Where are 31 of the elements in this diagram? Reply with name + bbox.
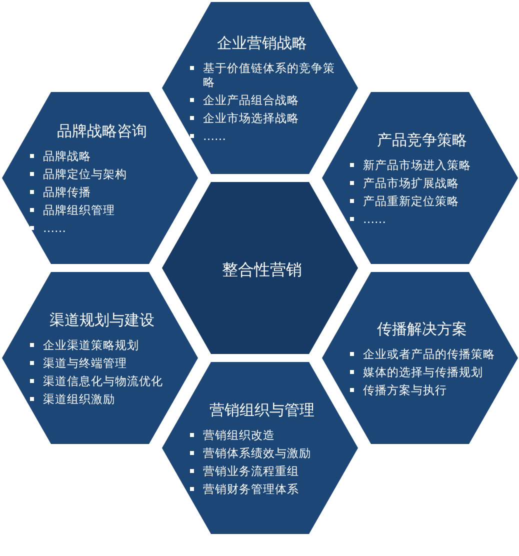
bullet-item: 渠道组织激励 <box>43 392 115 406</box>
bullet-item: 品牌战略 <box>43 148 91 162</box>
hexagon-title: 渠道规划与建设 <box>48 310 156 330</box>
bullet-item: 营销业务流程重组 <box>203 464 299 478</box>
bullet-item: 营销财务管理体系 <box>203 482 299 496</box>
hexagon-title: 整合性营销 <box>221 260 303 280</box>
bullet-item: 企业产品组合战略 <box>203 92 299 106</box>
bullet-item: 渠道信息化与物流优化 <box>43 374 163 388</box>
bullet-item: 产品重新定位策略 <box>363 194 459 208</box>
hexagon-title: 品牌战略咨询 <box>56 122 148 140</box>
hexagon-title: 产品竞争策略 <box>376 130 468 150</box>
bullet-item: 产品市场扩展战略 <box>363 176 459 190</box>
bullet-item: 企业或者产品的传播策略 <box>363 346 495 360</box>
bullet-item: …… <box>203 128 226 142</box>
hexagon-title: 传播解决方案 <box>376 320 468 338</box>
bullet-item: 渠道与终端管理 <box>43 356 127 370</box>
bullet-item: 品牌组织管理 <box>43 202 115 216</box>
hexagon-title: 营销组织与管理 <box>208 400 316 420</box>
bullet-item: 媒体的选择与传播规划 <box>363 364 483 378</box>
bullet-item: 品牌传播 <box>43 184 91 198</box>
hexagon-title: 企业营销战略 <box>216 34 308 52</box>
bullet-item: 企业渠道策略规划 <box>43 338 139 352</box>
bullet-item: 营销组织改造 <box>203 428 275 442</box>
bullet-item: 新产品市场进入策略 <box>363 158 471 172</box>
bullet-item: 传播方案与执行 <box>363 382 447 396</box>
bullet-item: 品牌定位与架构 <box>43 166 127 180</box>
bullet-item: …… <box>363 212 386 226</box>
bullet-item: 基于价值链体系的竞争策略 <box>203 60 336 88</box>
bullet-item: 企业市场选择战略 <box>203 110 299 124</box>
bullet-item: …… <box>43 220 66 234</box>
bullet-item: 营销体系绩效与激励 <box>203 446 311 460</box>
